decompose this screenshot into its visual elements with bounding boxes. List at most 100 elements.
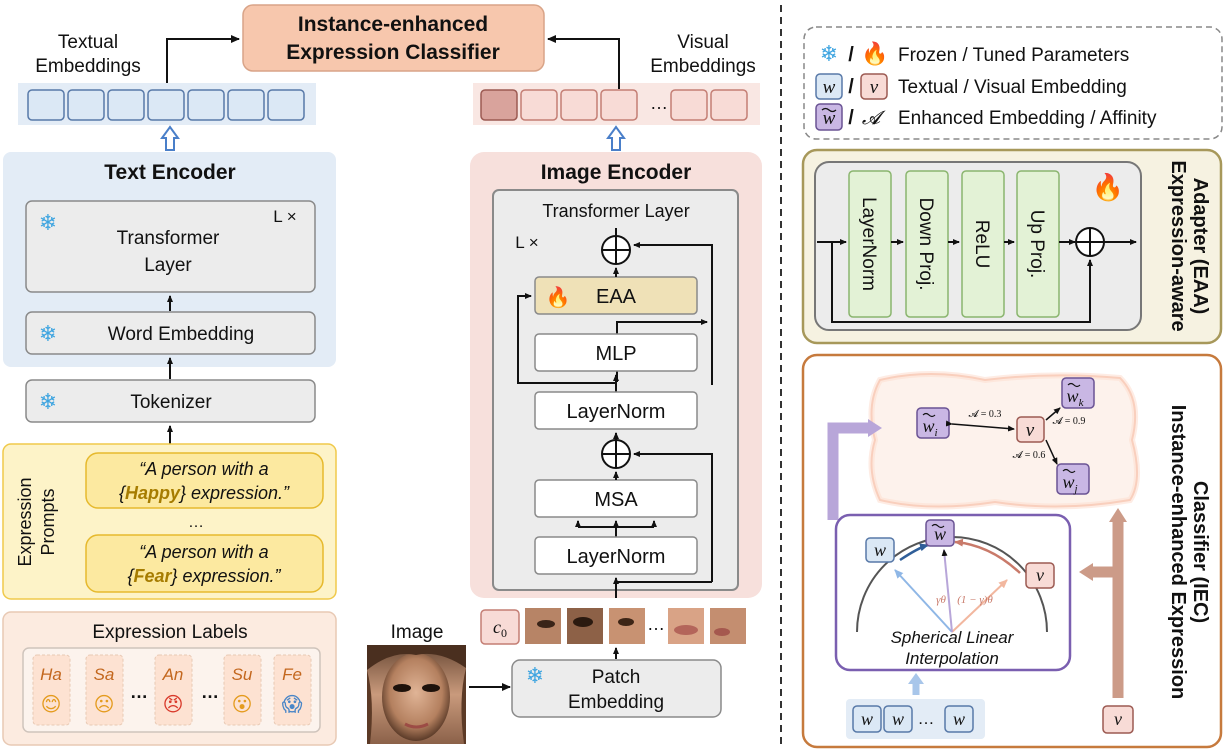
iec-side-label-2: Classifier (IEC): [1189, 481, 1211, 623]
hollow-arrow-icon: [160, 125, 180, 151]
expression-prompts-panel: Expression Prompts “A person with a {Hap…: [2, 443, 337, 600]
one-minus-gamma-theta: (1 − γ)θ: [957, 594, 993, 606]
prompt-box-happy: [85, 452, 324, 509]
legend-w-symbol: w: [823, 77, 836, 98]
patch-embedding-label-2: Embedding: [568, 692, 664, 713]
legend-w-box: [815, 73, 843, 100]
layernorm-block-2: [534, 536, 698, 575]
prompts-side-label-2: Prompts: [38, 488, 58, 555]
label-sa: Sa: [94, 665, 115, 684]
legend-v-symbol: v: [870, 77, 879, 98]
eaa-side-label-2: Adapter (EAA): [1189, 178, 1211, 315]
image-encoder-title: Image Encoder: [541, 161, 692, 184]
eaa-panel: 🔥 LayerNorm Down Proj. ReLU Up Proj. Exp…: [801, 148, 1223, 345]
iec-panel: Instance-enhanced Expression Classifier …: [801, 353, 1223, 749]
eaa-layernorm-block: [848, 170, 892, 318]
iec-title-line1: Instance-enhanced: [298, 13, 488, 36]
labels-title: Expression Labels: [92, 622, 247, 643]
visual-dots: …: [650, 93, 668, 113]
eaa-relu-label: ReLU: [971, 220, 992, 269]
layernorm-block-1: [534, 391, 698, 430]
text-encoder-panel: Text Encoder ❄ Transformer Layer L × ❄ W…: [3, 152, 336, 367]
slerp-w-box: [865, 537, 895, 563]
legend-enhanced-affinity: Enhanced Embedding / Affinity: [898, 108, 1157, 129]
patch-embedding-block: ❄ Patch Embedding: [511, 659, 722, 718]
legend-frozen-tuned: Frozen / Tuned Parameters: [898, 45, 1129, 66]
fire-icon: 🔥: [861, 41, 888, 66]
svg-text:w: w: [934, 524, 946, 544]
angry-emoji-icon: 😠: [163, 694, 184, 716]
image-repeat-label: L ×: [515, 233, 538, 252]
prompts-dots: …: [188, 514, 204, 531]
snowflake-icon: ❄: [39, 210, 57, 235]
prompt-box-fear: [85, 534, 324, 593]
prompts-side-label-1: Expression: [15, 477, 35, 566]
legend-textual-visual: Textual / Visual Embedding: [898, 77, 1127, 98]
svg-text:❄: ❄: [39, 389, 57, 414]
sad-emoji-icon: ☹: [94, 694, 115, 716]
eaa-down-proj-block: [905, 170, 949, 318]
graph-w-j-node: [1056, 463, 1090, 495]
text-repeat-label: L ×: [273, 207, 296, 226]
prompt-fear-line2: {Fear} expression.”: [127, 566, 281, 586]
msa-label: MSA: [594, 489, 638, 511]
smile-emoji-icon: 😊: [41, 694, 62, 716]
affinity-label-03: 𝓐 = 0.3: [969, 409, 1002, 420]
label-chip-su: [223, 654, 262, 726]
fire-icon: 🔥: [546, 285, 571, 309]
legend-enhanced-w: w: [823, 108, 836, 129]
textual-embeddings-label-2: Embeddings: [35, 56, 141, 77]
affinity-label-09: 𝓐 = 0.9: [1053, 416, 1086, 427]
svg-text:wi: wi: [922, 416, 937, 439]
svg-text:v: v: [1036, 565, 1044, 585]
surprised-emoji-icon: 😮: [232, 694, 253, 716]
labels-dots-2: …: [201, 682, 219, 702]
svg-text:wk: wk: [1067, 386, 1085, 409]
prompt-happy-line1: “A person with a: [139, 459, 268, 479]
text-encoder-title: Text Encoder: [104, 161, 235, 184]
visual-to-iec-arrow: [547, 35, 620, 89]
eaa-down-proj-label: Down Proj.: [915, 198, 936, 291]
word-embedding-block: [25, 311, 316, 355]
class-token: [480, 609, 520, 645]
image-encoder-panel: Image Encoder Transformer Layer L × 🔥 EA…: [470, 152, 762, 598]
layernorm-label-2: LayerNorm: [567, 546, 666, 568]
legend-slash-2: /: [848, 76, 854, 98]
mlp-block: [534, 333, 698, 372]
prompt-fear-line1: “A person with a: [139, 542, 268, 562]
slerp-enhanced-box: [925, 519, 955, 547]
label-su: Su: [232, 665, 253, 684]
image-label: Image: [391, 622, 444, 643]
label-fe: Fe: [282, 665, 302, 684]
eaa-relu-block: [961, 170, 1005, 318]
svg-text:w: w: [953, 709, 965, 729]
label-an: An: [162, 665, 184, 684]
svg-text:w: w: [892, 709, 904, 729]
eaa-layernorm-label: LayerNorm: [858, 197, 879, 291]
text-transformer-label-2: Layer: [144, 255, 192, 276]
text-transformer-layer: [25, 200, 316, 293]
snowflake-icon: ❄: [39, 389, 57, 414]
eaa-up-proj-block: [1016, 170, 1060, 318]
bottom-v-box: [1102, 705, 1134, 734]
slerp-label-2: Interpolation: [905, 649, 999, 668]
graph-w-k-node: [1061, 377, 1095, 409]
legend-v-box: [860, 73, 888, 100]
textual-embeddings-label-1: Textual: [58, 32, 118, 53]
visual-embedding-strip: …: [473, 83, 760, 125]
label-ha: Ha: [40, 665, 62, 684]
slerp-v-box: [1025, 562, 1055, 589]
legend-box: ❄ / 🔥 Frozen / Tuned Parameters w / v Te…: [803, 26, 1223, 140]
svg-text:❄: ❄: [39, 210, 57, 235]
patch-dots: …: [647, 614, 665, 634]
label-chip-fe: [273, 654, 312, 726]
face-image: [367, 645, 466, 744]
gamma-theta: γθ: [936, 594, 946, 606]
prompt-happy-line2: {Happy} expression.”: [119, 483, 290, 503]
svg-text:…: …: [918, 709, 935, 728]
legend-slash-1: /: [848, 44, 854, 66]
textual-embedding-strip: [18, 83, 316, 125]
svg-text:v: v: [1026, 420, 1035, 441]
labels-dots-1: …: [130, 682, 148, 702]
